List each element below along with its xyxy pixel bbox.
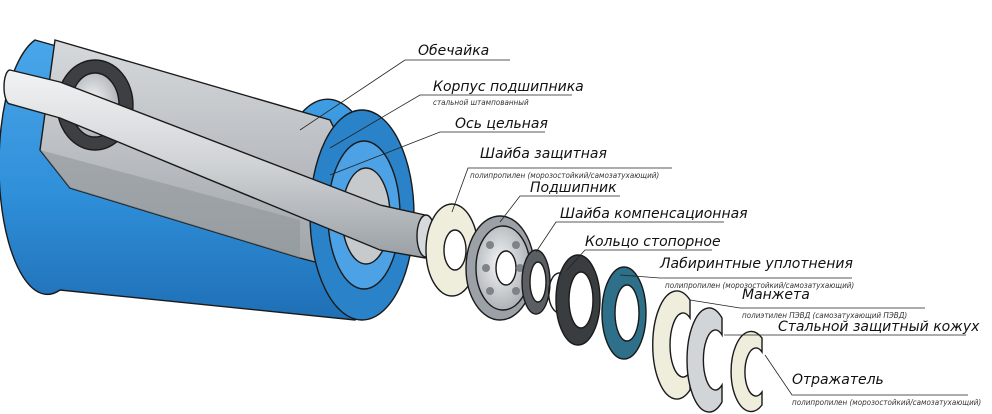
part-steel-cover bbox=[686, 307, 723, 413]
part-protective-washer bbox=[425, 203, 479, 297]
note-protective-washer: полипропилен (морозостойкий/самозатухающ… bbox=[470, 171, 659, 180]
label-retaining-ring: Кольцо стопорное bbox=[585, 234, 721, 250]
part-labyrinth-seal-outer bbox=[555, 254, 601, 346]
roller-assembly bbox=[0, 39, 436, 321]
label-axle: Ось цельная bbox=[455, 116, 548, 132]
label-bearing: Подшипник bbox=[530, 180, 617, 196]
label-labyrinth-seals: Лабиринтные уплотнения bbox=[659, 256, 853, 272]
note-labyrinth-seals: полипропилен (морозостойкий/самозатухающ… bbox=[665, 281, 854, 290]
label-deflector: Отражатель bbox=[792, 372, 884, 388]
exploded-parts bbox=[425, 203, 763, 413]
label-cuff: Манжета bbox=[742, 287, 810, 303]
label-bearing-housing: Корпус подшипника bbox=[433, 79, 584, 95]
leader-lines bbox=[299, 59, 968, 396]
label-compensation-washer: Шайба компенсационная bbox=[560, 206, 748, 222]
label-steel-cover: Стальной защитный кожух bbox=[778, 319, 980, 335]
labels: Обечайка Корпус подшипника стальной штам… bbox=[418, 43, 981, 407]
part-labyrinth-seal-inner bbox=[601, 266, 647, 360]
part-compensation-washer bbox=[521, 249, 551, 315]
note-bearing-housing: стальной штампованный bbox=[433, 98, 529, 107]
part-bearing bbox=[465, 215, 535, 321]
label-protective-washer: Шайба защитная bbox=[480, 146, 607, 162]
shell-inner-shelf bbox=[40, 150, 300, 258]
note-deflector: полипропилен (морозостойкий/самозатухающ… bbox=[792, 398, 981, 407]
part-deflector bbox=[730, 330, 763, 413]
note-cuff: полиэтилен ПЭВД (самозатухающий ПЭВД) bbox=[742, 311, 907, 320]
part-cuff bbox=[652, 290, 691, 400]
label-shell: Обечайка bbox=[418, 43, 489, 59]
